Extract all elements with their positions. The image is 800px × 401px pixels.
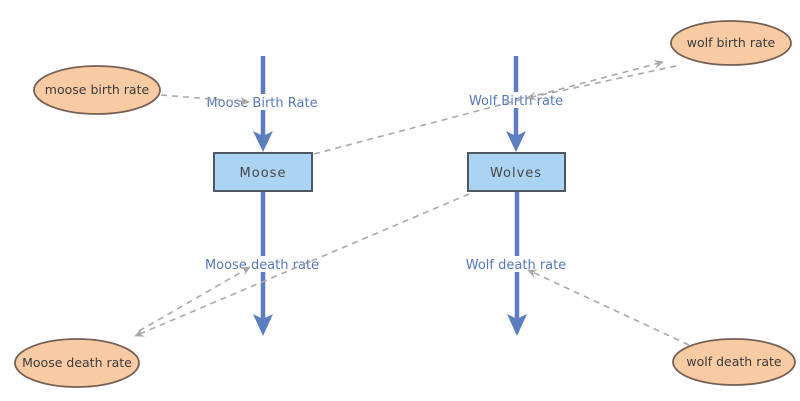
- variable-wolf-birth-rate-label: wolf birth rate: [687, 35, 776, 50]
- flow-label-group-moose-death: Moose death rate: [205, 256, 319, 273]
- stock-wolves[interactable]: [467, 152, 566, 192]
- variable-moose-death-rate[interactable]: [14, 338, 140, 388]
- flow-label-moose-birth[interactable]: Moose Birth Rate: [206, 96, 317, 111]
- flow-arrowhead-moose-birth-icon: [253, 131, 273, 152]
- flow-label-group-moose-birth: Moose Birth Rate: [206, 94, 318, 111]
- flow-label-background: [467, 256, 567, 272]
- flow-arrowhead-wolf-birth-icon: [506, 131, 526, 152]
- flow-arrowhead-moose-death-icon: [253, 314, 273, 336]
- variable-wolf-death-rate-label: wolf death rate: [686, 354, 782, 369]
- link-wolf-birth-rate-to-wolf-birth-flow[interactable]: [526, 65, 677, 101]
- variable-moose-birth-rate-label: moose birth rate: [45, 82, 150, 97]
- link-wolves-stock-to-moose-death-rate[interactable]: [134, 193, 470, 337]
- flow-label-moose-death[interactable]: Moose death rate: [205, 258, 319, 273]
- variable-wolf-birth-rate-group: wolf birth rate: [670, 20, 792, 66]
- flow-label-wolf-death[interactable]: Wolf death rate: [466, 258, 566, 273]
- variable-wolf-death-rate[interactable]: [672, 338, 796, 386]
- flow-label-group-wolf-death: Wolf death rate: [466, 256, 567, 273]
- flow-label-wolf-birth[interactable]: Wolf Birth rate: [469, 94, 563, 109]
- variable-moose-death-rate-label: Moose death rate: [22, 355, 132, 370]
- link-moose-birth-rate-to-moose-birth-flow[interactable]: [160, 94, 250, 106]
- stock-wolves-group: Wolves: [467, 152, 566, 192]
- stock-moose[interactable]: [213, 152, 313, 192]
- flow-arrowhead-wolf-death-icon: [507, 314, 527, 336]
- link-moose-death-rate-to-moose-death-flow[interactable]: [138, 266, 251, 332]
- variable-wolf-death-rate-group: wolf death rate: [672, 338, 796, 386]
- variable-moose-death-rate-group: Moose death rate: [14, 338, 140, 388]
- flow-label-background: [209, 94, 316, 110]
- stock-wolves-label: Wolves: [490, 166, 542, 181]
- variable-moose-birth-rate[interactable]: [33, 65, 161, 115]
- link-wolf-death-rate-to-wolf-death-flow[interactable]: [527, 269, 690, 346]
- link-moose-stock-to-wolf-birth-rate[interactable]: [313, 59, 664, 155]
- stock-moose-group: Moose: [213, 152, 313, 192]
- variable-wolf-birth-rate[interactable]: [670, 20, 792, 66]
- variable-moose-birth-rate-group: moose birth rate: [33, 65, 161, 115]
- stock-moose-label: Moose: [240, 166, 287, 181]
- flow-label-background: [209, 256, 316, 272]
